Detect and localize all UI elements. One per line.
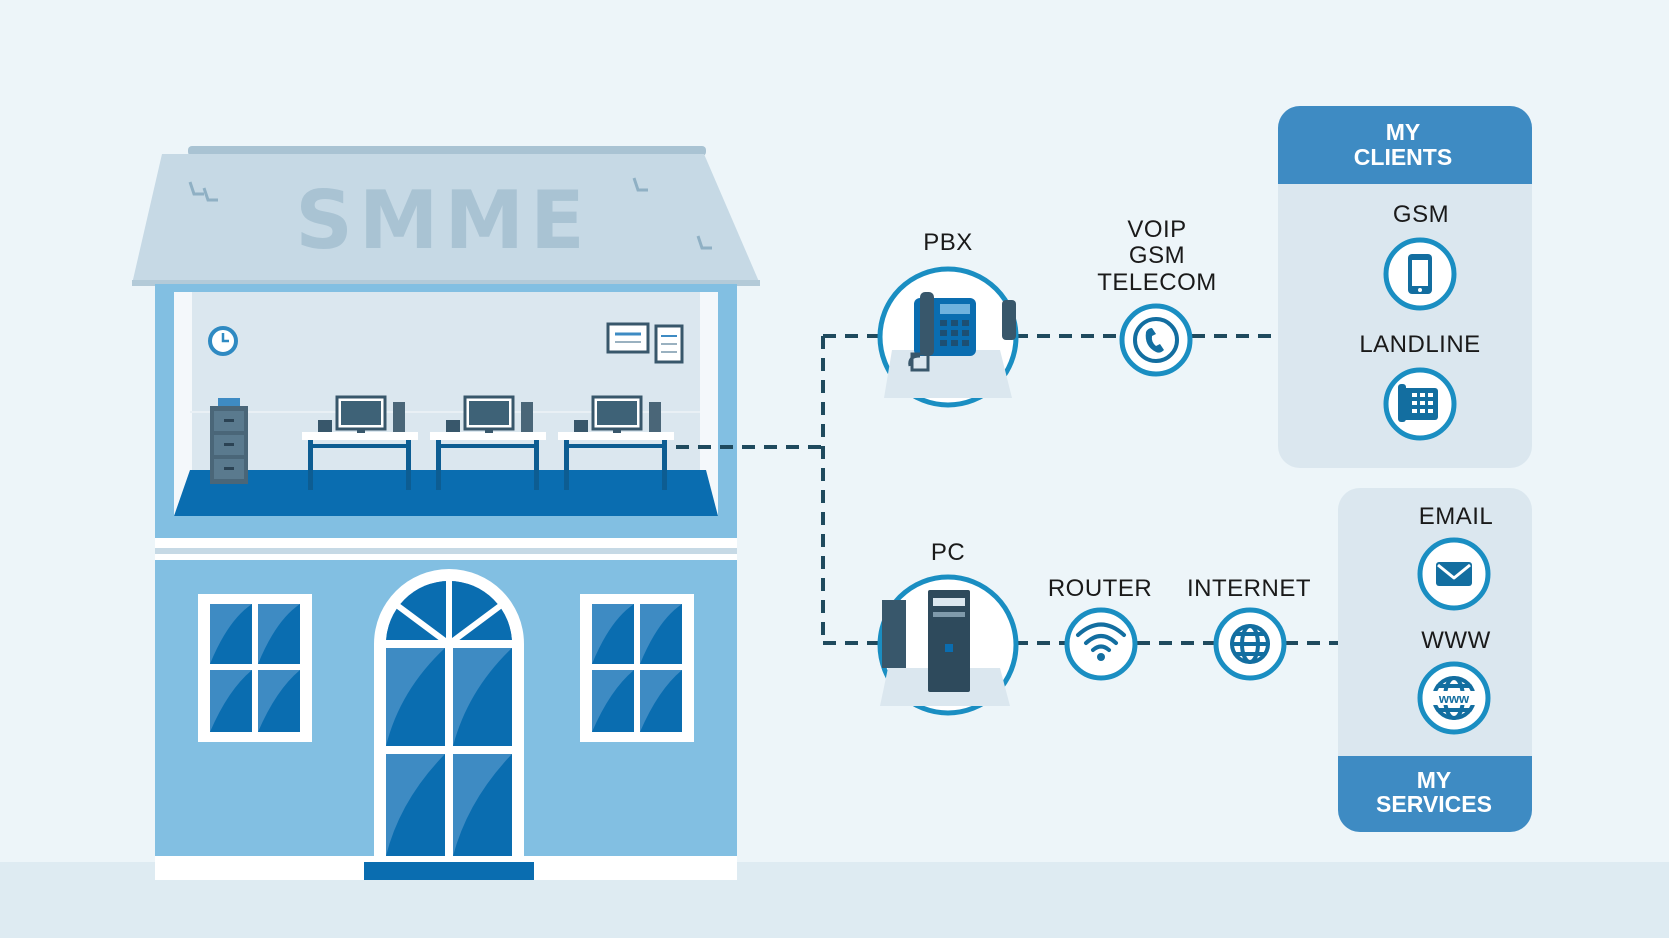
desk-phone-icon bbox=[884, 292, 1016, 398]
desk-2 bbox=[430, 395, 546, 490]
pc-label: PC bbox=[931, 539, 965, 566]
www-label: WWW bbox=[1421, 627, 1490, 654]
roof-marks bbox=[188, 177, 712, 250]
voip-node: VOIP GSM TELECOM bbox=[1097, 216, 1217, 377]
wifi-icon bbox=[1076, 622, 1126, 661]
window-left bbox=[198, 594, 312, 742]
clients-title-line-1: MY bbox=[1386, 119, 1421, 145]
clock-icon bbox=[208, 326, 238, 356]
internet-label: INTERNET bbox=[1187, 575, 1311, 602]
building-sign: SMME bbox=[295, 174, 590, 267]
www-globe-icon: www bbox=[1432, 676, 1476, 720]
office-floor bbox=[174, 470, 718, 516]
landline-label: LANDLINE bbox=[1359, 331, 1480, 358]
pbx-node: PBX bbox=[877, 229, 1019, 408]
my-clients-panel: MY CLIENTS GSM LANDLINE bbox=[1278, 106, 1532, 468]
email-label: EMAIL bbox=[1419, 503, 1494, 530]
landline-phone-icon bbox=[1398, 384, 1438, 422]
wall-certificates-icon bbox=[606, 322, 684, 364]
gsm-label: GSM bbox=[1393, 201, 1449, 228]
voip-label-line-1: VOIP bbox=[1127, 216, 1186, 243]
internet-node: INTERNET bbox=[1187, 575, 1311, 681]
router-label: ROUTER bbox=[1048, 575, 1152, 602]
roof-ridge bbox=[188, 146, 706, 156]
services-title-line-1: MY bbox=[1417, 767, 1452, 793]
workstation-desks bbox=[302, 395, 674, 490]
front-door bbox=[374, 569, 524, 862]
mobile-phone-icon bbox=[1408, 254, 1432, 294]
roof bbox=[132, 154, 760, 284]
router-node: ROUTER bbox=[1048, 575, 1152, 681]
voip-label-line-3: TELECOM bbox=[1097, 269, 1217, 296]
window-right bbox=[580, 594, 694, 742]
www-badge-text: www bbox=[1438, 691, 1470, 706]
filing-cabinet-icon bbox=[210, 398, 248, 484]
my-services-panel: MY SERVICES EMAIL WWW www bbox=[1338, 488, 1532, 832]
clients-header bbox=[1278, 106, 1532, 184]
smme-building: SMME bbox=[132, 146, 760, 880]
clients-title-line-2: CLIENTS bbox=[1354, 144, 1452, 170]
pc-node: PC bbox=[877, 539, 1019, 716]
globe-icon bbox=[1230, 624, 1270, 664]
desk-3 bbox=[558, 395, 674, 490]
envelope-icon bbox=[1436, 562, 1472, 586]
phone-handset-icon bbox=[1145, 328, 1164, 353]
desktop-tower-icon bbox=[880, 590, 1010, 706]
voip-label-line-2: GSM bbox=[1129, 242, 1185, 269]
services-title-line-2: SERVICES bbox=[1376, 791, 1492, 817]
doorstep bbox=[364, 862, 534, 880]
services-header bbox=[1338, 756, 1532, 832]
desk-1 bbox=[302, 395, 418, 490]
pbx-label: PBX bbox=[923, 229, 973, 256]
